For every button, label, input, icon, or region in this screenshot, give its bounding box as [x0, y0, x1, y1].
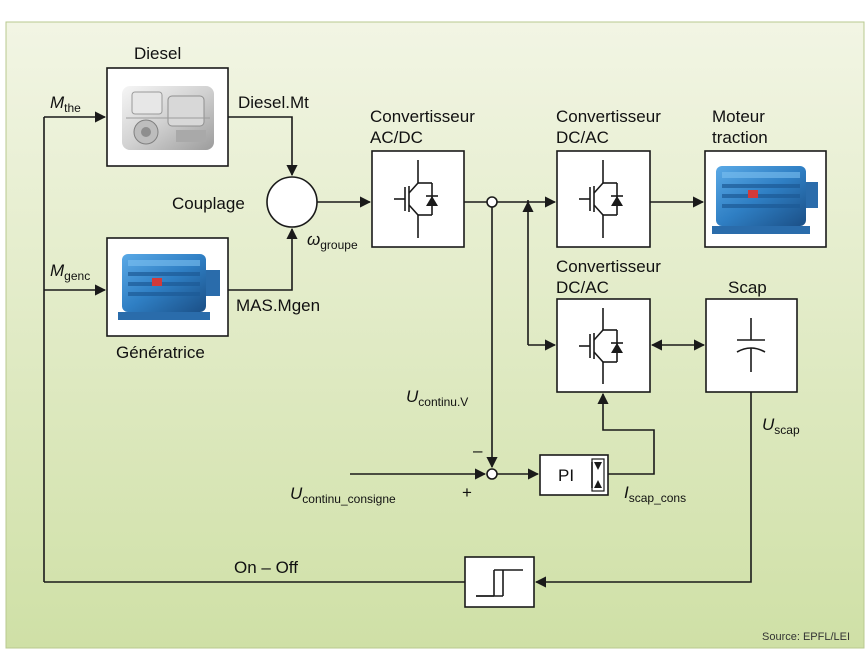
traction-motor-block: [704, 150, 827, 248]
converter-dcac-top-block: [556, 150, 651, 248]
hysteresis-block: [464, 556, 535, 608]
hysteresis-icon: [476, 569, 523, 597]
couplage-label: Couplage: [172, 194, 245, 213]
connections: [43, 111, 752, 588]
generator-motor-icon: [118, 254, 220, 320]
converter-acdc-block: [371, 150, 465, 248]
moteur-title-1: Moteur: [712, 107, 765, 126]
scap-block: [705, 298, 798, 393]
minus-sign: –: [473, 441, 483, 460]
converter-dcac-bottom-block: [556, 298, 651, 393]
conv-acdc-title-2: AC/DC: [370, 128, 423, 147]
scap-title: Scap: [728, 278, 767, 297]
conv-acdc-title-1: Convertisseur: [370, 107, 475, 126]
u-continu-v-label: Ucontinu.V: [406, 387, 468, 409]
source-credit: Source: EPFL/LEI: [762, 631, 850, 643]
capacitor-symbol: [736, 318, 766, 372]
generatrice-block: [106, 237, 229, 337]
summing-node: [486, 468, 498, 480]
conv-dcac-bottom-title-1: Convertisseur: [556, 257, 661, 276]
m-genc-label: Mgenc: [50, 261, 90, 283]
pi-label: PI: [558, 466, 574, 485]
conv-dcac-top-title-1: Convertisseur: [556, 107, 661, 126]
moteur-title-2: traction: [712, 128, 768, 147]
generatrice-title: Génératrice: [116, 343, 205, 362]
u-scap-label: Uscap: [762, 415, 800, 437]
conv-dcac-top-title-2: DC/AC: [556, 128, 609, 147]
on-off-label: On – Off: [234, 558, 298, 577]
mas-mgen-label: MAS.Mgen: [236, 296, 320, 315]
traction-motor-icon: [712, 166, 818, 234]
coupling-node: [266, 176, 318, 228]
dc-bus-node: [486, 196, 498, 208]
diesel-engine-icon: [122, 86, 214, 150]
omega-groupe-label: ωgroupe: [307, 230, 358, 252]
diesel-mt-label: Diesel.Mt: [238, 93, 309, 112]
i-scap-cons-label: Iscap_cons: [624, 483, 686, 505]
conv-dcac-bottom-title-2: DC/AC: [556, 278, 609, 297]
diesel-block: [106, 67, 229, 167]
m-the-label: Mthe: [50, 93, 81, 115]
pi-controller-block: PI: [539, 454, 609, 496]
u-consigne-label: Ucontinu_consigne: [290, 484, 396, 506]
plus-sign: +: [462, 483, 472, 502]
diesel-title: Diesel: [134, 44, 181, 63]
